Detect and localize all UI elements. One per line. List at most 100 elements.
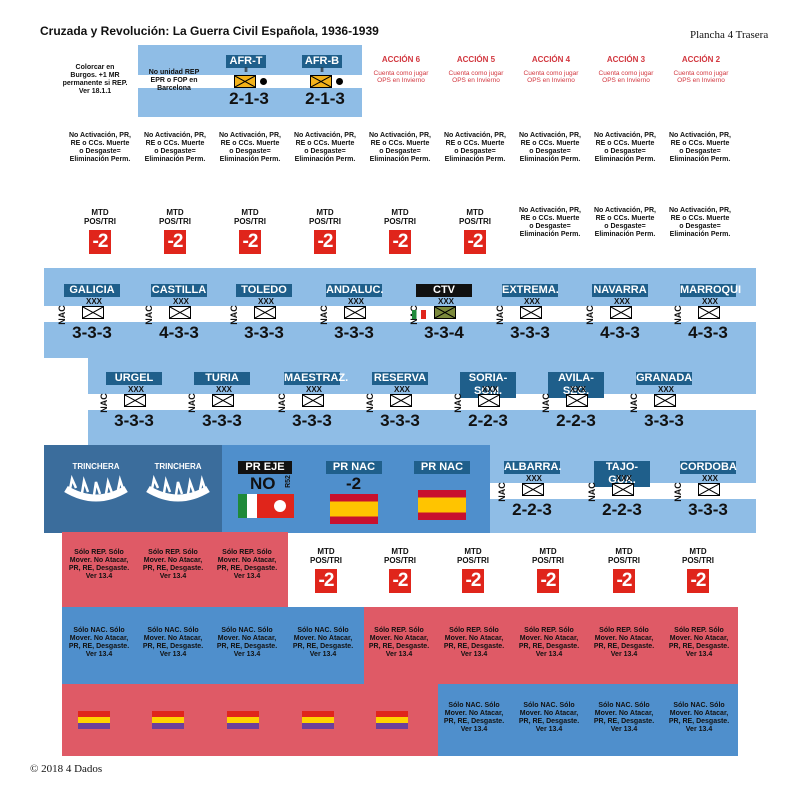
pr-eje-label: PR EJE xyxy=(238,461,292,474)
pr-nac-label: PR NAC xyxy=(326,461,382,474)
trench-icon xyxy=(146,475,210,502)
unit-label: NAVARRA xyxy=(592,284,648,297)
unit-label: SORIA-SOM. xyxy=(460,372,516,398)
unit-strength: 3-3-3 xyxy=(334,323,374,342)
infantry-symbol-icon xyxy=(478,394,500,407)
infantry-symbol-icon xyxy=(212,394,234,407)
unit-label-afr-t: AFR-T xyxy=(226,55,266,68)
unit-size: XXX xyxy=(613,297,630,306)
republic-flag-icon xyxy=(78,711,110,729)
unit-label: TOLEDO xyxy=(236,284,292,297)
no-activacion-counter: No Activación, PR, RE o CCs. Muerte o De… xyxy=(444,132,506,163)
unit-strength: 2-2-3 xyxy=(468,411,508,430)
corps-band-1 xyxy=(44,268,756,358)
solo-rep-counter: Sólo REP. Sólo Mover. No Atacar, PR, RE,… xyxy=(216,549,278,580)
republic-flag-icon xyxy=(227,711,259,729)
unit-size: XXX xyxy=(481,385,498,394)
corps-band-2 xyxy=(88,356,756,446)
infantry-symbol-icon xyxy=(522,483,544,496)
unit-strength: 3-3-3 xyxy=(202,411,242,430)
unit-strength: 2-1-3 xyxy=(229,89,269,108)
unit-strength: 3-3-3 xyxy=(114,411,154,430)
unit-size: XXX xyxy=(172,297,189,306)
republic-flag-icon xyxy=(152,711,184,729)
unit-size: II xyxy=(244,68,248,74)
unit-label: AVILA-SEG. xyxy=(548,372,604,398)
unit-size: XXX xyxy=(657,385,674,394)
infantry-symbol-icon xyxy=(124,394,146,407)
solo-nac-counter: Sólo NAC. Sólo Mover. No Atacar, PR, RE,… xyxy=(68,627,130,658)
side-label: NAC xyxy=(494,305,505,325)
unit-size: XXX xyxy=(305,385,322,394)
no-activacion-counter: No Activación, PR, RE o CCs. Muerte o De… xyxy=(594,132,656,163)
infantry-symbol-icon xyxy=(390,394,412,407)
infantry-symbol-icon xyxy=(520,306,542,319)
solo-rep-counter: Sólo REP. Sólo Mover. No Atacar, PR, RE,… xyxy=(142,549,204,580)
afr-counter-panel: No unidad REP EPR o FOP en Barcelona AFR… xyxy=(138,45,362,117)
spanish-flag-icon xyxy=(418,490,466,520)
unit-strength: 3-3-4 xyxy=(424,323,464,342)
unit-label: URGEL xyxy=(106,372,162,385)
infantry-symbol-icon xyxy=(82,306,104,319)
unit-size: XXX xyxy=(701,474,718,483)
unit-strength: 3-3-3 xyxy=(644,411,684,430)
infantry-symbol-icon xyxy=(169,306,191,319)
side-label: NAC xyxy=(318,305,329,325)
infantry-symbol-icon xyxy=(566,394,588,407)
pr-eje-rule: R52 xyxy=(284,475,292,488)
barcelona-note: No unidad REP EPR o FOP en Barcelona xyxy=(148,69,200,92)
unit-label: MARROQUI xyxy=(680,284,742,297)
unit-strength: 3-3-3 xyxy=(72,323,112,342)
side-label: NAC xyxy=(452,393,463,413)
infantry-symbol-icon xyxy=(698,483,720,496)
unit-size: XXX xyxy=(85,297,102,306)
solo-rep-counter: Sólo REP. Sólo Mover. No Atacar, PR, RE,… xyxy=(68,549,130,580)
side-label: NAC xyxy=(584,305,595,325)
unit-label: ANDALUC. xyxy=(326,284,384,297)
unit-strength: 3-3-3 xyxy=(688,500,728,519)
spanish-flag-icon xyxy=(330,494,378,524)
unit-size: II xyxy=(320,68,324,74)
unit-label: CTV xyxy=(416,284,472,297)
axis-flags-icon xyxy=(238,494,294,518)
unit-strength: 4-3-3 xyxy=(688,323,728,342)
infantry-symbol-icon xyxy=(434,306,456,319)
solo-rep-counter: Sólo REP. Sólo Mover. No Atacar, PR, RE,… xyxy=(443,627,505,658)
unit-strength: 4-3-3 xyxy=(159,323,199,342)
unit-size: XXX xyxy=(257,297,274,306)
unit-label: EXTREMA. xyxy=(502,284,559,297)
unit-size: XXX xyxy=(347,297,364,306)
solo-nac-counter: Sólo NAC. Sólo Mover. No Atacar, PR, RE,… xyxy=(518,702,580,733)
solo-rep-counter: Sólo REP. Sólo Mover. No Atacar, PR, RE,… xyxy=(518,627,580,658)
unit-size: XXX xyxy=(525,474,542,483)
infantry-symbol-icon xyxy=(302,394,324,407)
side-label: NAC xyxy=(143,305,154,325)
side-label: NAC xyxy=(186,393,197,413)
unit-strength: 2-2-3 xyxy=(556,411,596,430)
no-activacion-counter: No Activación, PR, RE o CCs. Muerte o De… xyxy=(519,132,581,163)
unit-strength: 4-3-3 xyxy=(600,323,640,342)
unit-size: XXX xyxy=(523,297,540,306)
burgos-note: Colorcar en Burgos. +1 MR permanente si … xyxy=(62,64,128,95)
solo-rep-panel-1 xyxy=(62,532,288,607)
infantry-symbol-icon xyxy=(254,306,276,319)
unit-label-afr-b: AFR-B xyxy=(302,55,342,68)
unit-size: XXX xyxy=(127,385,144,394)
trench-icon xyxy=(64,475,128,502)
pr-nac-label: PR NAC xyxy=(414,461,470,474)
no-activacion-counter: No Activación, PR, RE o CCs. Muerte o De… xyxy=(294,132,356,163)
solo-nac-counter: Sólo NAC. Sólo Mover. No Atacar, PR, RE,… xyxy=(593,702,655,733)
side-label: NAC xyxy=(98,393,109,413)
cavalry-symbol-icon xyxy=(310,75,332,88)
